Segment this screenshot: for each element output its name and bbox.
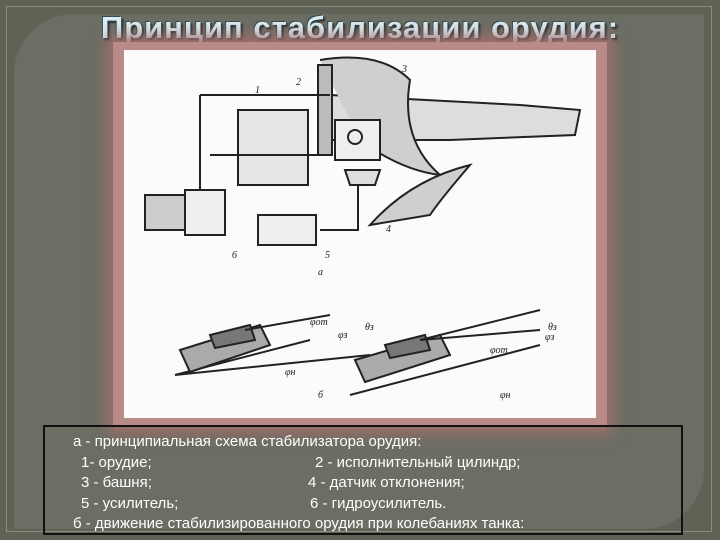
- slide-title: Принцип стабилизации орудия:: [100, 10, 620, 45]
- angle-label: θз: [365, 322, 374, 333]
- angle-label: φн: [285, 367, 296, 378]
- angle-label: φот: [310, 317, 328, 328]
- slide-frame: [6, 6, 712, 532]
- stabilizer-diagram: 1 2 3 4 5 6 а б φот φз θз φн θз φот φз φ…: [124, 50, 596, 418]
- caption-b: б: [318, 390, 324, 401]
- amplifier: [257, 214, 317, 246]
- legend-line-a: а - принципиальная схема стабилизатора о…: [73, 433, 422, 450]
- legend-item: 2 - исполнительный цилиндр;: [315, 453, 521, 471]
- label-4: 4: [386, 224, 391, 235]
- angle-label: φз: [545, 332, 555, 343]
- angle-label: φот: [490, 345, 508, 356]
- legend-box: а - принципиальная схема стабилизатора о…: [43, 425, 683, 535]
- legend-item: 3 - башня;: [81, 474, 152, 491]
- label-5: 5: [325, 250, 330, 261]
- actuator-cylinder: [317, 64, 333, 156]
- legend-item: 4 - датчик отклонения;: [308, 474, 465, 491]
- angle-label: φн: [500, 390, 511, 401]
- deviation-sensor: [343, 169, 382, 186]
- label-6: 6: [232, 250, 237, 261]
- label-1: 1: [255, 85, 260, 96]
- hydro-amplifier: [184, 189, 226, 236]
- legend-item: 5 - усилитель;: [81, 494, 179, 512]
- legend-item: 1- орудие;: [81, 453, 152, 471]
- cylinder-body: [237, 109, 309, 186]
- angle-label: φз: [338, 330, 348, 341]
- label-2: 2: [296, 77, 301, 88]
- angle-label: θз: [548, 322, 557, 333]
- legend-line-b: б - движение стабилизированного орудия п…: [73, 515, 525, 532]
- caption-a: а: [318, 267, 323, 278]
- turret-lower: [367, 163, 473, 227]
- legend-item: 6 - гидроусилитель.: [310, 494, 447, 512]
- label-3: 3: [401, 64, 407, 75]
- diagram-svg: 1 2 3 4 5 6 а б φот φз θз φн θз φот φз φ…: [144, 56, 582, 401]
- turret-upper: [319, 56, 444, 177]
